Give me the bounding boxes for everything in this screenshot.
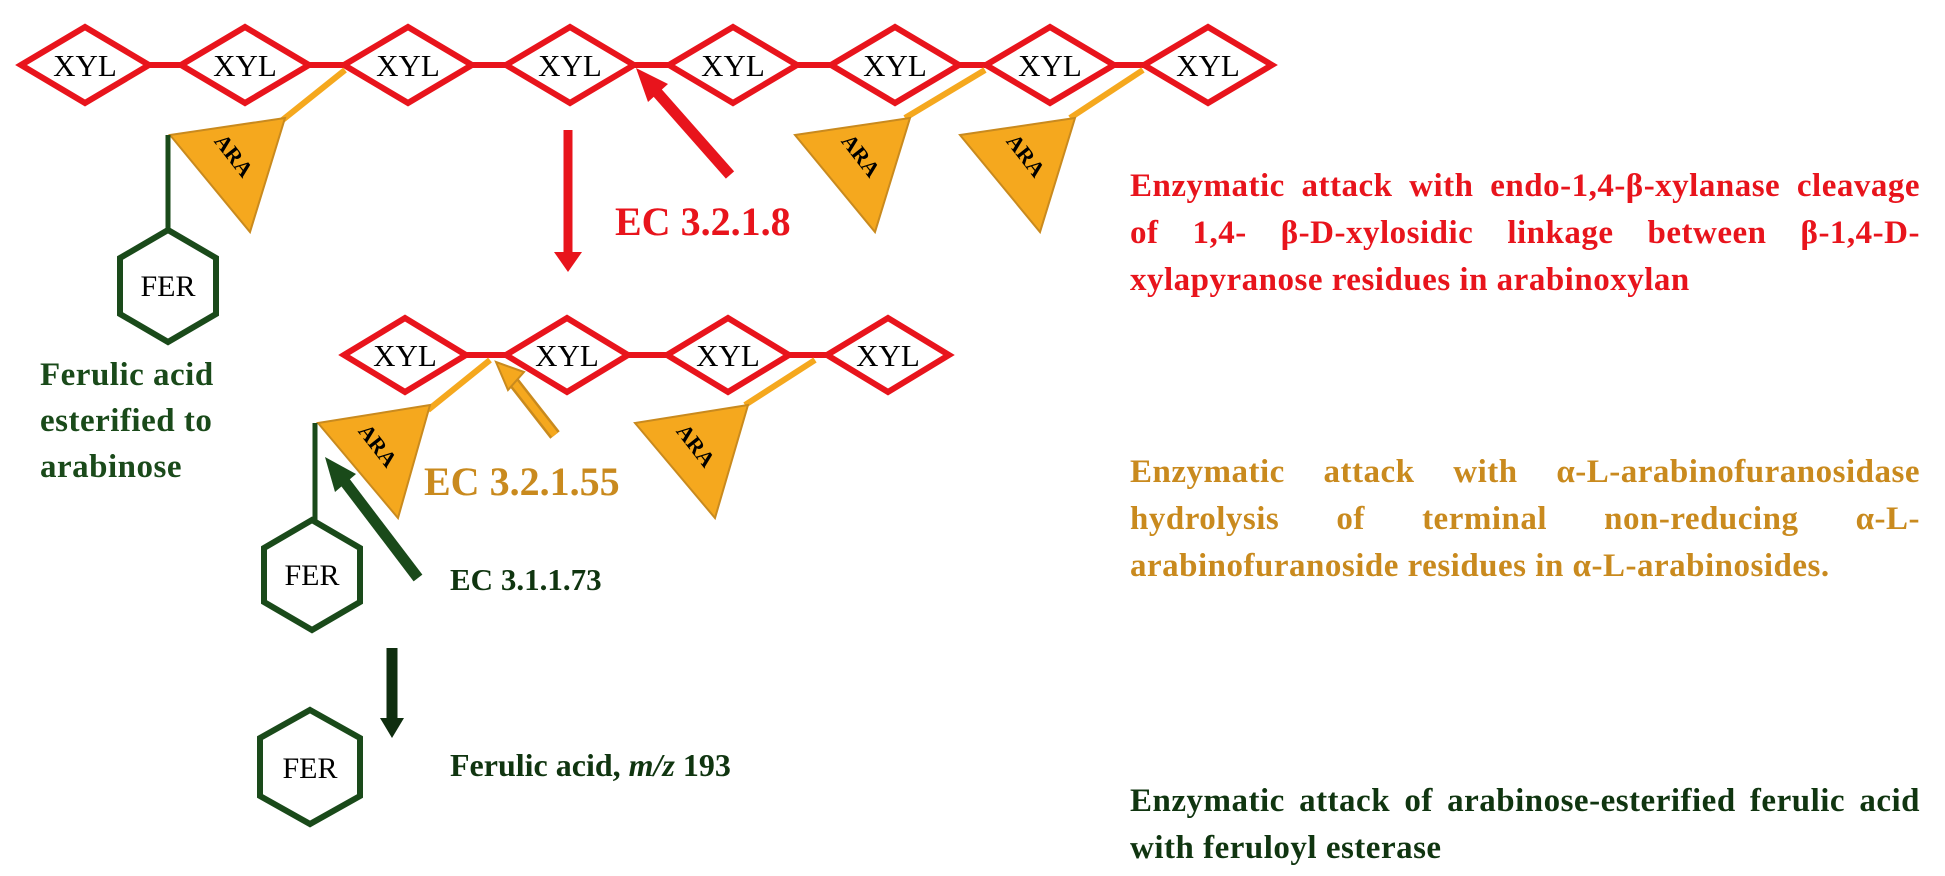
top-xyl-diamond-7 — [980, 23, 1120, 107]
ara-bond-2 — [903, 67, 987, 121]
top-ferulic-group: FER — [117, 135, 219, 346]
free-ferulic-group: FER — [257, 706, 363, 828]
fer-hexagon-free — [257, 706, 363, 828]
top-xyl-unit-7: XYL — [980, 23, 1120, 107]
ara-triangle-5 — [633, 403, 750, 521]
description-esterase: Enzymatic attack of arabinose-esterified… — [1130, 783, 1920, 866]
ara-bond-4 — [426, 357, 492, 413]
bottom-xyl-unit-3: XYL — [661, 314, 795, 396]
cleavage-arrow-red-head — [636, 68, 668, 102]
description-xylanase: Enzymatic attack with endo-1,4-β-xylanas… — [1130, 168, 1920, 298]
top-xyl-unit-6: XYL — [825, 23, 965, 107]
top-xyl-label-2: XYL — [213, 48, 277, 83]
description-arabinofuranosidase: Enzymatic attack with α-L-arabinofuranos… — [1130, 454, 1920, 584]
ara-triangle-1 — [168, 116, 287, 235]
ara-bond-1 — [278, 67, 347, 125]
product-mz: m/z — [629, 747, 676, 783]
orange-arrow-shaft — [509, 377, 558, 438]
bottom-xyl-diamond-4 — [821, 314, 955, 396]
bottom-xylan-chain: XYL XYL XYL XYL — [338, 314, 955, 396]
bottom-xyl-label-2: XYL — [535, 338, 599, 373]
ferulic-esterified-line-2: esterified to — [40, 403, 213, 439]
esterase-arrows — [325, 457, 423, 738]
top-xyl-diamond-1 — [15, 23, 155, 107]
top-xyl-label-4: XYL — [538, 48, 602, 83]
top-xyl-unit-5: XYL — [663, 23, 803, 107]
fer-label-top: FER — [140, 270, 195, 303]
top-xyl-unit-1: XYL — [15, 23, 155, 107]
bottom-xyl-unit-1: XYL — [338, 314, 472, 396]
esterase-arrow-shaft — [340, 478, 423, 582]
ara-triangle-3 — [958, 116, 1077, 235]
ara-bond-5 — [743, 357, 817, 408]
ara-triangle-4 — [316, 403, 432, 521]
bottom-xyl-label-1: XYL — [373, 338, 437, 373]
product-label: Ferulic acid, m/z 193 — [450, 747, 731, 783]
ferulic-esterified-line-3: arabinose — [40, 449, 183, 485]
bottom-xyl-diamond-3 — [661, 314, 795, 396]
middle-ferulic-group: FER — [261, 423, 363, 634]
top-xyl-label-7: XYL — [1018, 48, 1082, 83]
down-arrow-red-head — [554, 252, 582, 272]
cleavage-arrow-red-shaft — [650, 86, 735, 179]
top-xyl-label-3: XYL — [376, 48, 440, 83]
ferulic-esterified-line-1: Ferulic acid — [40, 357, 214, 393]
top-xyl-diamond-3 — [338, 23, 478, 107]
ferulic-esterified-label: Ferulic acid esterified to arabinose — [40, 352, 214, 490]
top-xyl-diamond-5 — [663, 23, 803, 107]
enzyme-label-esterase: EC 3.1.1.73 — [450, 562, 602, 597]
top-xyl-label-6: XYL — [863, 48, 927, 83]
product-prefix: Ferulic acid, — [450, 747, 629, 783]
arabinofuranosidase-arrow — [494, 360, 560, 439]
top-arabinose-branches: ARA ARA ARA — [168, 67, 1145, 235]
bottom-xyl-unit-2: XYL — [500, 314, 634, 396]
orange-arrow-head — [494, 360, 526, 392]
top-xyl-unit-2: XYL — [175, 23, 315, 107]
bottom-xyl-label-3: XYL — [696, 338, 760, 373]
top-xyl-diamond-6 — [825, 23, 965, 107]
top-xyl-label-1: XYL — [53, 48, 117, 83]
product-value: 193 — [675, 747, 731, 783]
fer-hexagon-top — [117, 226, 219, 346]
top-xylan-chain: XYL XYL XYL XYL XYL XYL XYL XYL — [15, 23, 1278, 107]
esterase-arrow-head — [325, 457, 356, 492]
top-xyl-label-5: XYL — [701, 48, 765, 83]
fer-label-free: FER — [282, 752, 337, 785]
down-arrow-green-head — [380, 718, 404, 738]
fer-hexagon-middle — [261, 516, 363, 634]
enzyme-label-xylanase: EC 3.2.1.8 — [615, 199, 791, 244]
ara-triangle-2 — [793, 116, 912, 235]
top-xyl-unit-3: XYL — [338, 23, 478, 107]
xylanase-arrows — [554, 68, 735, 272]
top-xyl-label-8: XYL — [1176, 48, 1240, 83]
bottom-xyl-diamond-1 — [338, 314, 472, 396]
top-xyl-unit-8: XYL — [1138, 23, 1278, 107]
bottom-xyl-diamond-2 — [500, 314, 634, 396]
top-xyl-unit-4: XYL — [500, 23, 640, 107]
fer-label-middle: FER — [284, 559, 339, 592]
enzyme-label-arabinofuranosidase: EC 3.2.1.55 — [424, 459, 620, 504]
top-xyl-diamond-2 — [175, 23, 315, 107]
bottom-arabinose-branches: ARA ARA — [316, 357, 817, 521]
ara-bond-3 — [1068, 67, 1145, 121]
top-xyl-diamond-8 — [1138, 23, 1278, 107]
bottom-xyl-label-4: XYL — [856, 338, 920, 373]
bottom-xyl-unit-4: XYL — [821, 314, 955, 396]
top-xyl-diamond-4 — [500, 23, 640, 107]
